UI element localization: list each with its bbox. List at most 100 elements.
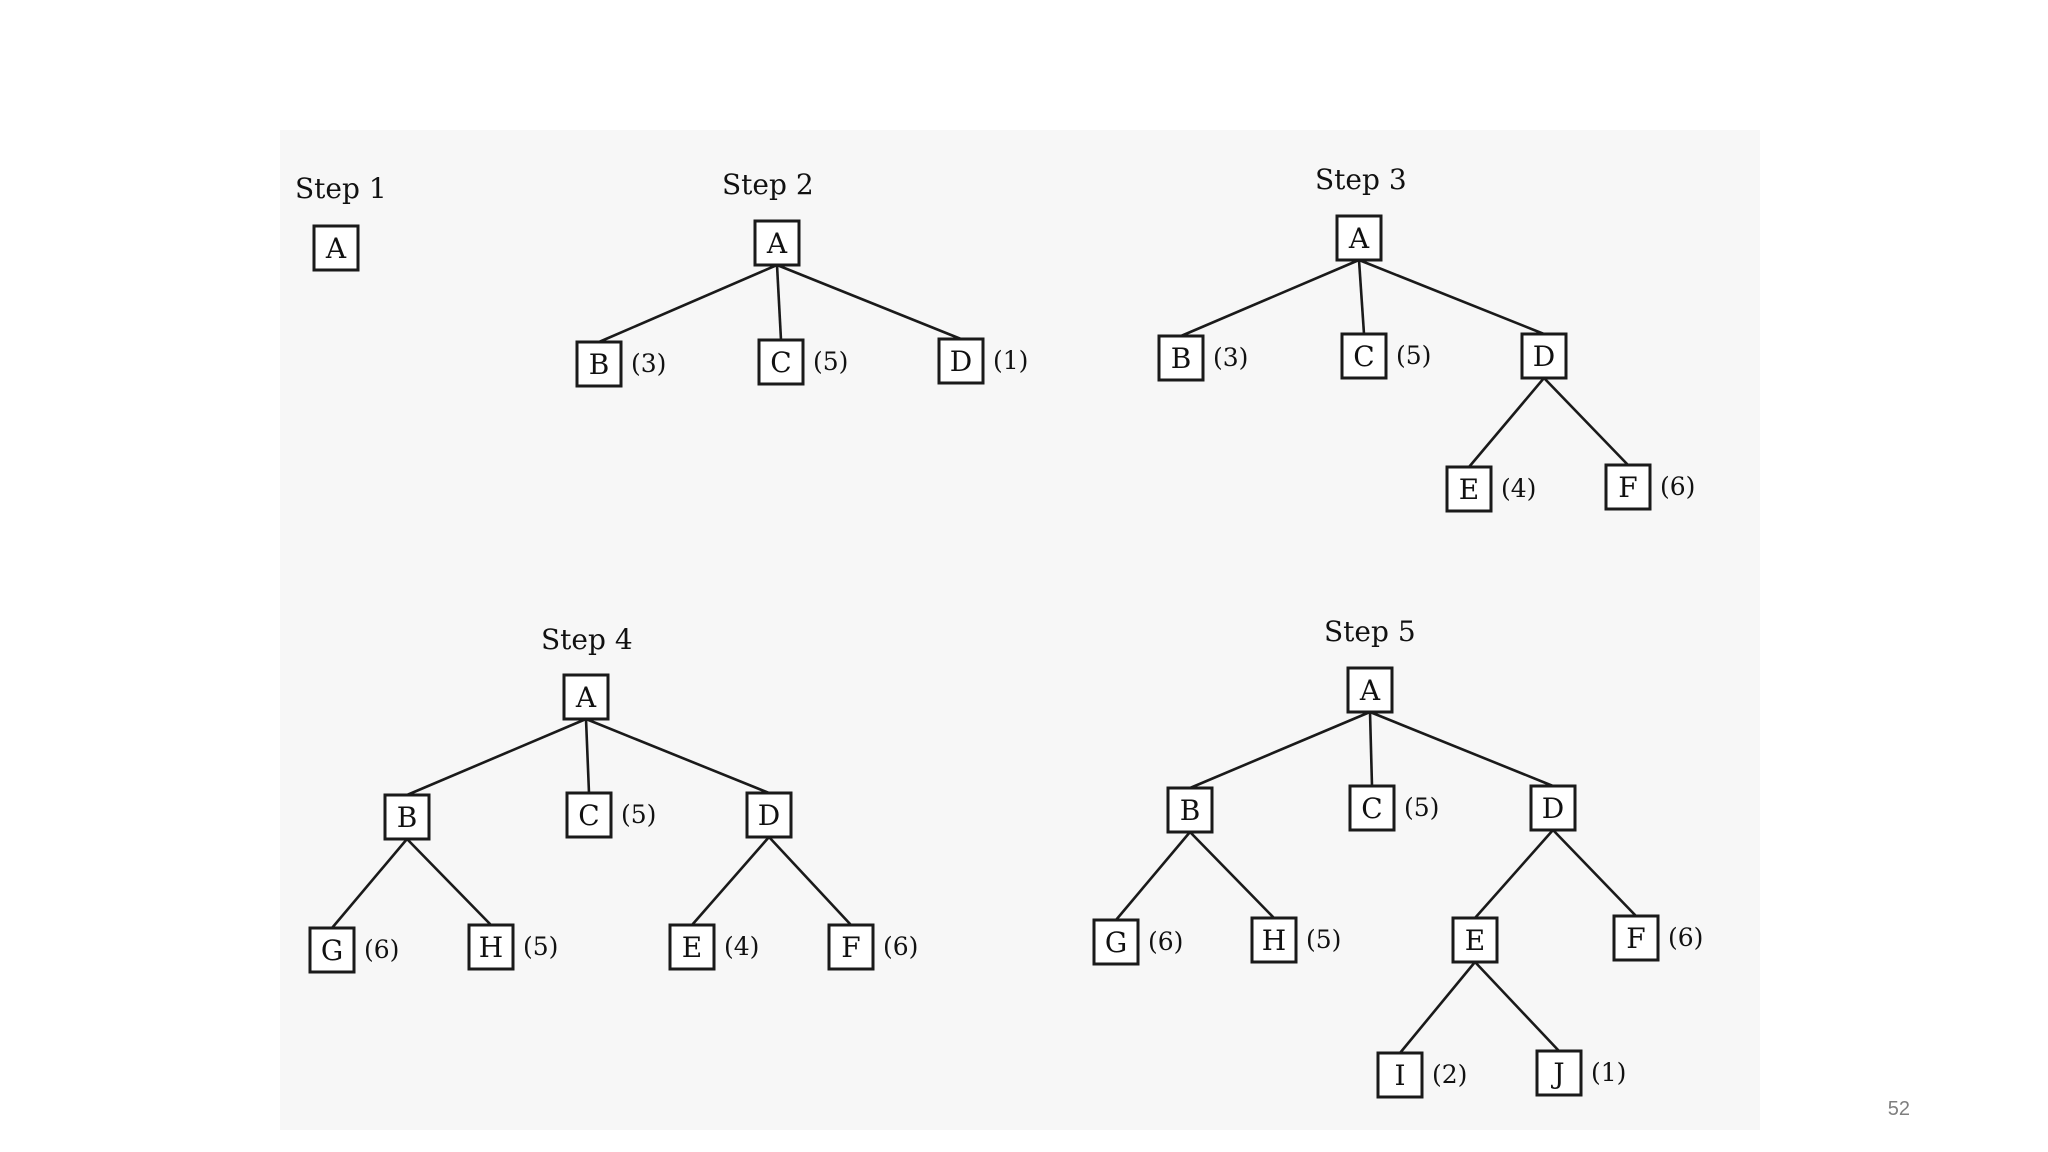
node-box (1520, 332, 1568, 380)
node-a: A (562, 673, 610, 721)
node-box (1250, 916, 1298, 964)
node-box (753, 219, 801, 267)
node-label: B (589, 348, 610, 381)
node-box (1612, 914, 1660, 962)
node-box (1445, 465, 1493, 513)
edge-b-g (1115, 831, 1191, 921)
edge-e-j (1474, 961, 1560, 1052)
edge-a-d (1358, 258, 1545, 336)
node-label: A (1348, 222, 1370, 255)
node-b: B (3) (1157, 334, 1248, 382)
edge-b-h (406, 838, 492, 926)
node-label: E (682, 931, 702, 964)
edge-e-i (1398, 961, 1477, 1054)
node-f: F(6) (1612, 914, 1703, 962)
node-label: H (1262, 924, 1286, 957)
edge-b-g (331, 838, 408, 929)
node-box (467, 923, 515, 971)
node-a: A (1346, 666, 1394, 714)
step-title: Step 3 (1315, 163, 1407, 196)
node-h: H(5) (1250, 916, 1341, 964)
edge-a-d (1369, 710, 1554, 788)
node-label: C (578, 799, 599, 832)
node-label: E (1465, 924, 1485, 957)
node-e: E (1451, 916, 1499, 964)
node-e: E (4) (668, 923, 759, 971)
node-cost: (3) (631, 349, 666, 378)
node-cost: (2) (1432, 1060, 1467, 1089)
step-2-tree: Step 2AB(3)C(5)D(1) (575, 168, 1028, 388)
node-box (383, 793, 431, 841)
edge-d-e (1468, 377, 1545, 468)
edge-a-b (598, 263, 778, 344)
node-box (1529, 784, 1577, 832)
node-box (1348, 784, 1396, 832)
node-label: D (1542, 792, 1564, 825)
step-1-tree: Step 1 A (295, 172, 387, 272)
node-cost: (5) (1404, 793, 1439, 822)
node-label: D (950, 345, 972, 378)
node-box (1092, 918, 1140, 966)
scanned-page-background (280, 130, 1760, 1130)
node-b: B (1166, 786, 1214, 834)
step-title: Step 5 (1324, 615, 1416, 648)
node-c: C (5) (1340, 332, 1431, 380)
node-cost: (5) (523, 932, 558, 961)
step-3-tree: Step 3 A B (3) C (5) D E(4) F (6) (1157, 163, 1695, 513)
node-cost: (6) (883, 932, 918, 961)
edge-a-c (1368, 711, 1374, 787)
node-cost: (5) (621, 800, 656, 829)
step-title: Step 1 (295, 172, 387, 205)
node-label: E (1459, 473, 1479, 506)
step-title: Step 4 (541, 623, 633, 656)
node-f: F (6) (827, 923, 918, 971)
node-label: C (770, 346, 791, 379)
node-box (1157, 334, 1205, 382)
node-cost: (5) (1396, 341, 1431, 370)
node-box (312, 224, 360, 272)
node-cost: (3) (1213, 343, 1248, 372)
node-label: F (841, 931, 860, 964)
node-e: E(4) (1445, 465, 1536, 513)
node-label: F (1618, 471, 1637, 504)
node-cost: (6) (1660, 472, 1695, 501)
node-box (757, 338, 805, 386)
edge-a-b (1189, 710, 1371, 790)
node-cost: (5) (813, 347, 848, 376)
node-box (937, 337, 985, 385)
node-cost: (1) (1591, 1058, 1626, 1087)
node-box (1340, 332, 1388, 380)
node-box (745, 791, 793, 839)
edge-a-c (775, 264, 783, 341)
node-cost: (4) (724, 932, 759, 961)
node-g: G(6) (1092, 918, 1183, 966)
node-cost: (6) (1668, 923, 1703, 952)
node-label: C (1353, 340, 1374, 373)
edge-a-d (585, 717, 770, 795)
node-label: B (1171, 342, 1192, 375)
node-box (565, 791, 613, 839)
node-b: B (3) (575, 340, 666, 388)
node-cost: (1) (993, 346, 1028, 375)
node-label: A (766, 227, 788, 260)
node-i: I(2) (1376, 1051, 1467, 1099)
node-box (1346, 666, 1394, 714)
node-label: D (1533, 340, 1555, 373)
node-b: B (383, 793, 431, 841)
node-box (575, 340, 623, 388)
node-label: H (479, 931, 503, 964)
node-label: D (758, 799, 780, 832)
node-d: D (745, 791, 793, 839)
node-j: J(1) (1535, 1049, 1626, 1097)
edge-a-b (406, 717, 587, 797)
node-label: B (1180, 794, 1201, 827)
node-box (1604, 463, 1652, 511)
node-box (1535, 1049, 1583, 1097)
node-d: D (1520, 332, 1568, 380)
node-a: A (312, 224, 360, 272)
edge-a-b (1180, 258, 1360, 338)
